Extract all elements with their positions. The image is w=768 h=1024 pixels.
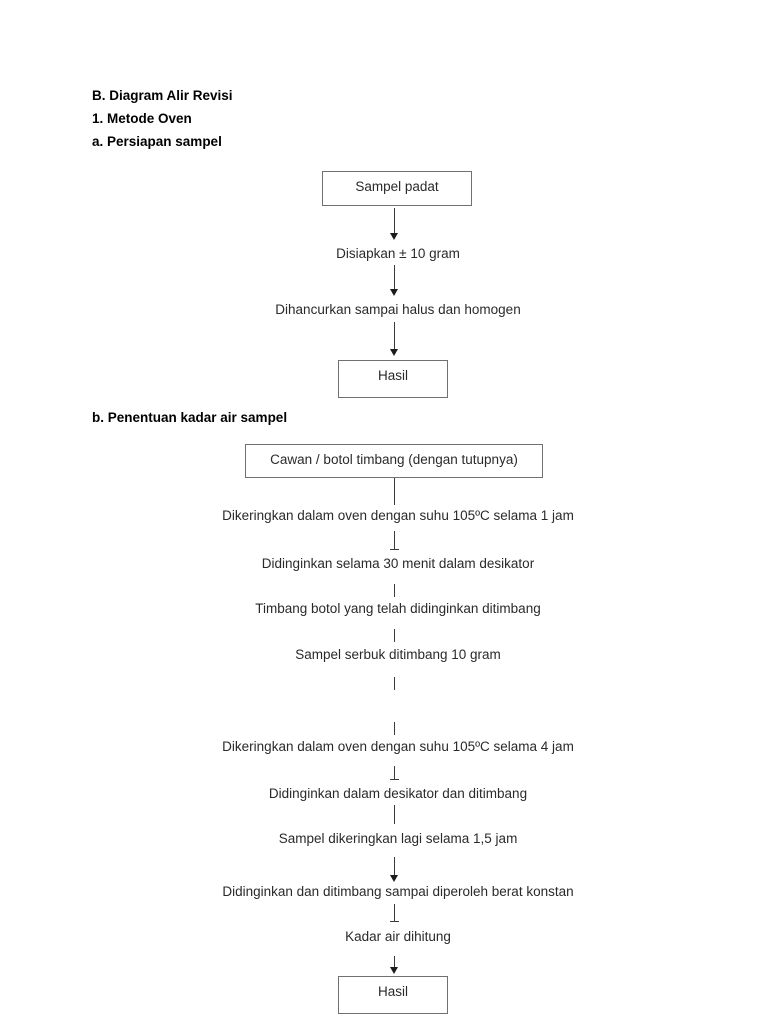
flow-line-connector [390, 805, 399, 824]
flow-box-hasil-b: Hasil [338, 976, 448, 1014]
connector-line [394, 629, 395, 642]
flow-tbar-connector [390, 531, 399, 550]
flow-line-connector [390, 677, 399, 690]
flow-step-label: Dikeringkan dalam oven dengan suhu 105ºC… [222, 508, 574, 523]
flow-box-hasil-a: Hasil [338, 360, 448, 398]
heading-penentuan-kadar-air: b. Penentuan kadar air sampel [92, 410, 288, 425]
flow-step-label: Disiapkan ± 10 gram [336, 246, 460, 261]
flow-tbar-connector [390, 766, 399, 780]
flow-arrow-down-connector [390, 322, 399, 356]
flow-arrow-down-connector [390, 265, 399, 296]
flow-line-connector [390, 722, 399, 735]
connector-line [394, 722, 395, 735]
flow-line-connector [390, 629, 399, 642]
flow-arrow-down-connector [390, 208, 399, 240]
connector-line [394, 766, 395, 780]
connector-line [394, 857, 395, 875]
connector-line [394, 904, 395, 922]
connector-line [394, 265, 395, 289]
connector-line [394, 584, 395, 597]
flow-step-label: Didinginkan dan ditimbang sampai diperol… [222, 884, 574, 899]
flow-tbar-connector [390, 904, 399, 922]
connector-line [394, 322, 395, 349]
connector-line [394, 805, 395, 824]
flow-line-connector [390, 478, 399, 505]
flow-arrow-down-connector [390, 857, 399, 882]
heading-metode-oven: 1. Metode Oven [92, 111, 192, 126]
flow-step-label: Dikeringkan dalam oven dengan suhu 105ºC… [222, 739, 574, 754]
flow-step-label: Kadar air dihitung [345, 929, 451, 944]
connector-line [394, 208, 395, 233]
flow-step-label: Sampel serbuk ditimbang 10 gram [295, 647, 501, 662]
connector-line [394, 478, 395, 505]
connector-line [394, 956, 395, 967]
flow-step-label: Sampel dikeringkan lagi selama 1,5 jam [278, 831, 518, 846]
flow-step-label: Dihancurkan sampai halus dan homogen [275, 302, 521, 317]
flow-step-label: Didinginkan dalam desikator dan ditimban… [268, 786, 528, 801]
connector-line [394, 677, 395, 690]
flow-step-label: Didinginkan selama 30 menit dalam desika… [261, 556, 535, 571]
flow-step-label: Timbang botol yang telah didinginkan dit… [255, 601, 541, 616]
heading-persiapan-sampel: a. Persiapan sampel [92, 134, 222, 149]
flow-box-sampel-padat: Sampel padat [322, 171, 472, 206]
flow-arrow-down-connector [390, 956, 399, 974]
flow-box-cawan-botol-timbang: Cawan / botol timbang (dengan tutupnya) [245, 444, 543, 478]
heading-diagram-alir-revisi: B. Diagram Alir Revisi [92, 88, 233, 103]
flow-line-connector [390, 584, 399, 597]
connector-line [394, 531, 395, 550]
